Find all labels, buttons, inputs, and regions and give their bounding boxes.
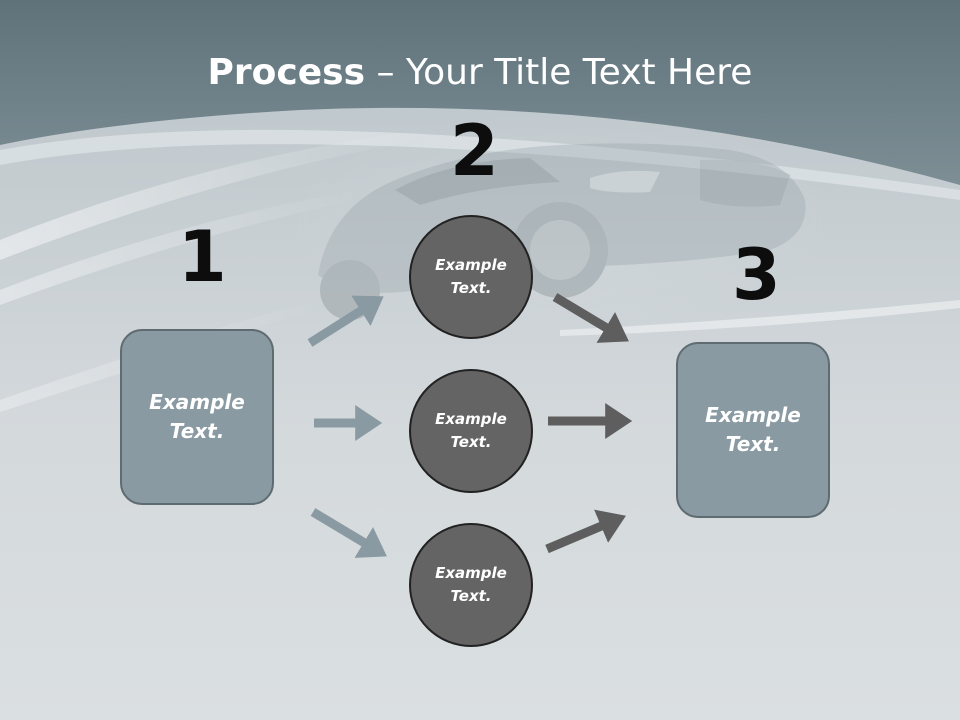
step-number-1: 1 — [178, 216, 227, 298]
title-bold: Process — [207, 52, 366, 93]
arrow-bottom-to-right — [545, 509, 626, 554]
header-band — [0, 0, 960, 185]
title-rest: – Your Title Text Here — [365, 52, 753, 93]
step-number-2: 2 — [450, 110, 499, 192]
circle-bottom-text: Example Text. — [435, 564, 507, 605]
circle-bottom: Example Text. — [409, 523, 533, 647]
circle-middle: Example Text. — [409, 369, 533, 493]
right-process-box: Example Text. — [676, 342, 830, 518]
slide-title: Process – Your Title Text Here — [0, 52, 960, 93]
circle-middle-text: Example Text. — [435, 410, 507, 451]
step-number-3: 3 — [732, 234, 781, 316]
circle-top-text: Example Text. — [435, 256, 507, 297]
left-box-text: Example Text. — [149, 390, 245, 443]
circle-top: Example Text. — [409, 215, 533, 339]
arrow-top-to-right — [552, 293, 629, 343]
arrow-left-to-top — [307, 295, 384, 347]
arrow-left-to-bottom — [310, 508, 387, 558]
left-process-box: Example Text. — [120, 329, 274, 505]
right-box-text: Example Text. — [705, 403, 801, 456]
